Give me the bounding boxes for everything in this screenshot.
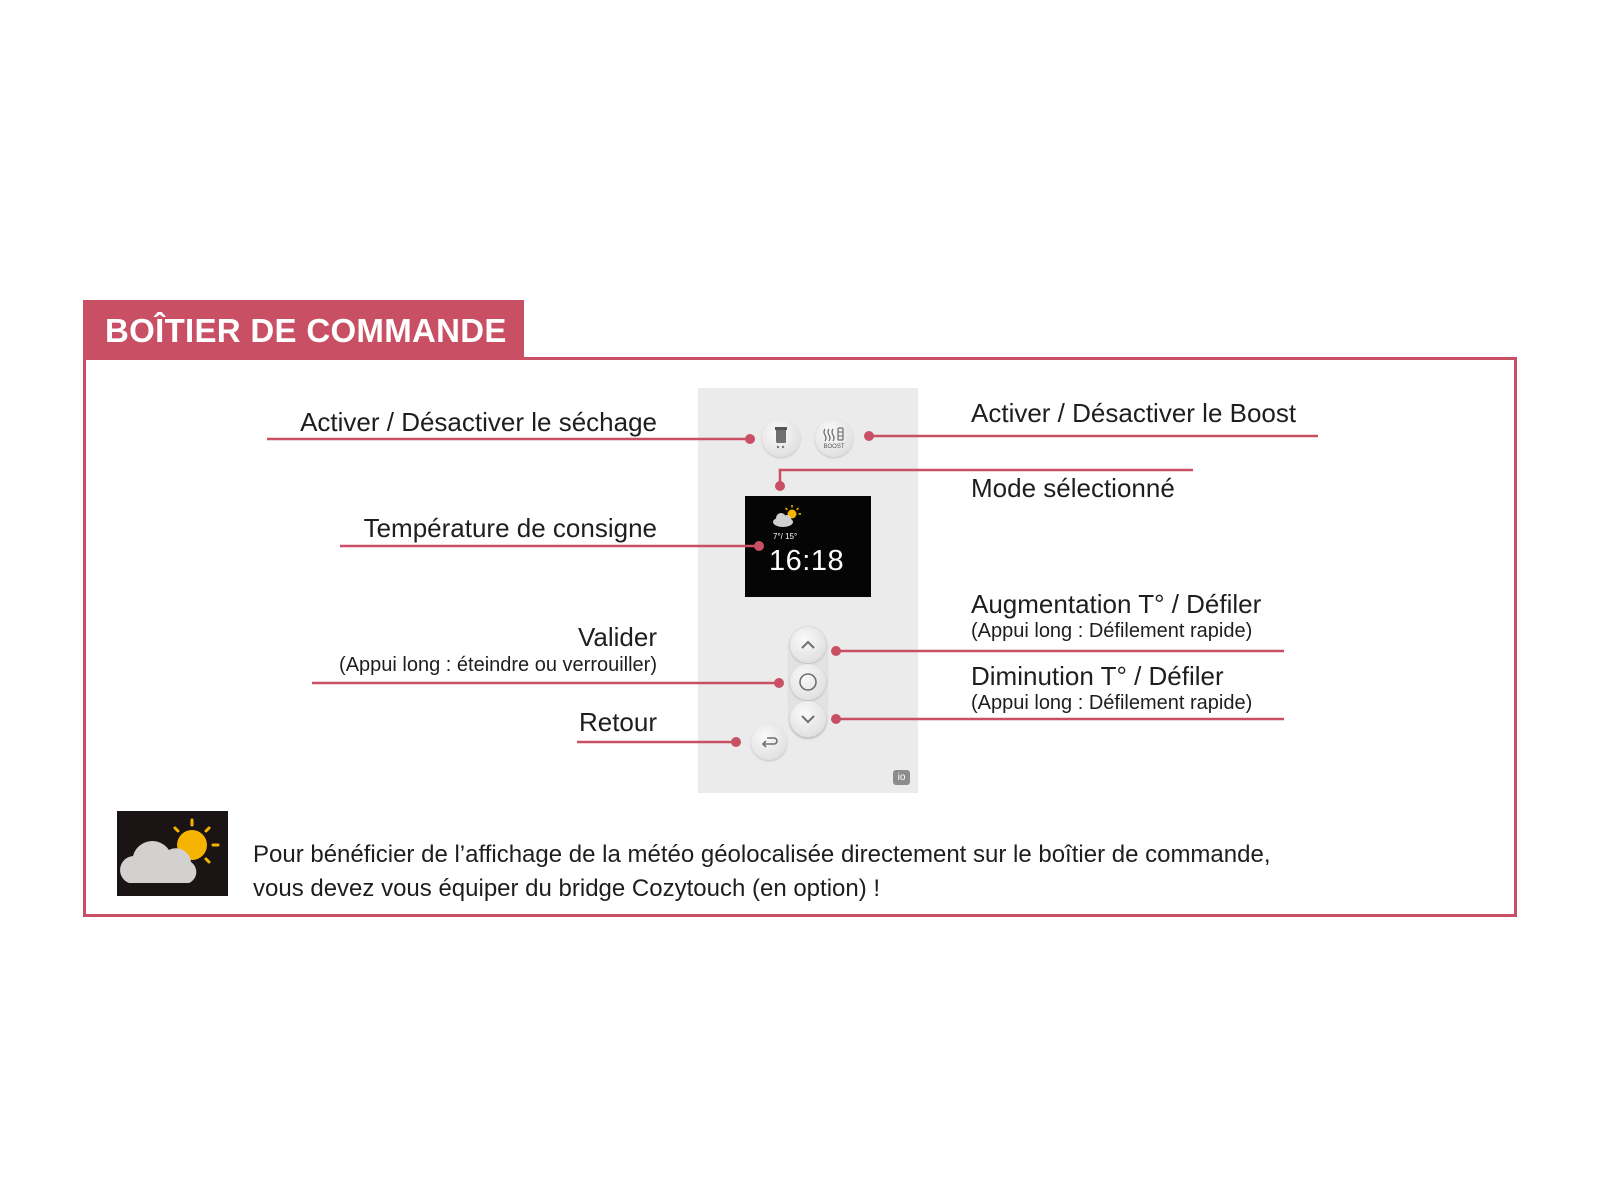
weather-note: Pour bénéficier de l’affichage de la mét… [253,838,1483,906]
decrease-label: Diminution T° / Défiler [971,661,1224,691]
boost-icon [823,427,844,442]
setpoint-label: Température de consigne [363,513,657,543]
screen-temperature: 7°/ 15° [773,532,798,541]
down-button[interactable] [790,701,826,737]
io-badge: io [893,770,910,785]
weather-note-line-2: vous devez vous équiper du bridge Cozyto… [253,875,881,902]
chevron-up-icon [801,640,815,649]
decrease-leader-dot [831,714,841,724]
circle-icon [799,673,817,691]
boost-button[interactable]: BOOST [815,419,853,457]
mode-leader-dot [775,481,785,491]
chevron-down-icon [801,715,815,724]
weather-note-line-1: Pour bénéficier de l’affichage de la mét… [253,841,1271,868]
boost-label: Activer / Désactiver le Boost [971,398,1297,428]
mode-leader-line [778,468,1193,486]
mode-label: Mode sélectionné [971,473,1175,503]
device-screen: 7°/ 15° 16:18 [745,496,871,597]
screen-time: 16:18 [769,545,845,577]
validate-label: Valider [577,622,657,652]
partly-cloudy-icon [773,505,801,527]
up-button[interactable] [790,627,826,663]
back-button[interactable] [751,724,787,760]
increase-label: Augmentation T° / Défiler [971,589,1262,619]
validate-leader-dot [774,678,784,688]
boost-leader-dot [864,431,874,441]
section-frame [83,357,1517,917]
weather-illustration [117,811,228,896]
back-label: Retour [578,707,657,737]
towel-icon [775,427,787,449]
back-arrow-icon [761,737,778,748]
drying-leader-dot [745,434,755,444]
drying-label: Activer / Désactiver le séchage [300,407,657,437]
setpoint-leader-dot [754,541,764,551]
increase-leader-dot [831,646,841,656]
boost-button-label: BOOST [823,444,845,450]
increase-sublabel: (Appui long : Défilement rapide) [971,620,1253,642]
sun-behind-cloud-icon [120,818,220,883]
drying-button[interactable] [762,419,800,457]
section-title: BOÎTIER DE COMMANDE [83,300,524,360]
ok-button[interactable] [790,664,826,700]
validate-sublabel: (Appui long : éteindre ou verrouiller) [339,654,657,676]
back-leader-dot [731,737,741,747]
decrease-sublabel: (Appui long : Défilement rapide) [971,692,1253,714]
